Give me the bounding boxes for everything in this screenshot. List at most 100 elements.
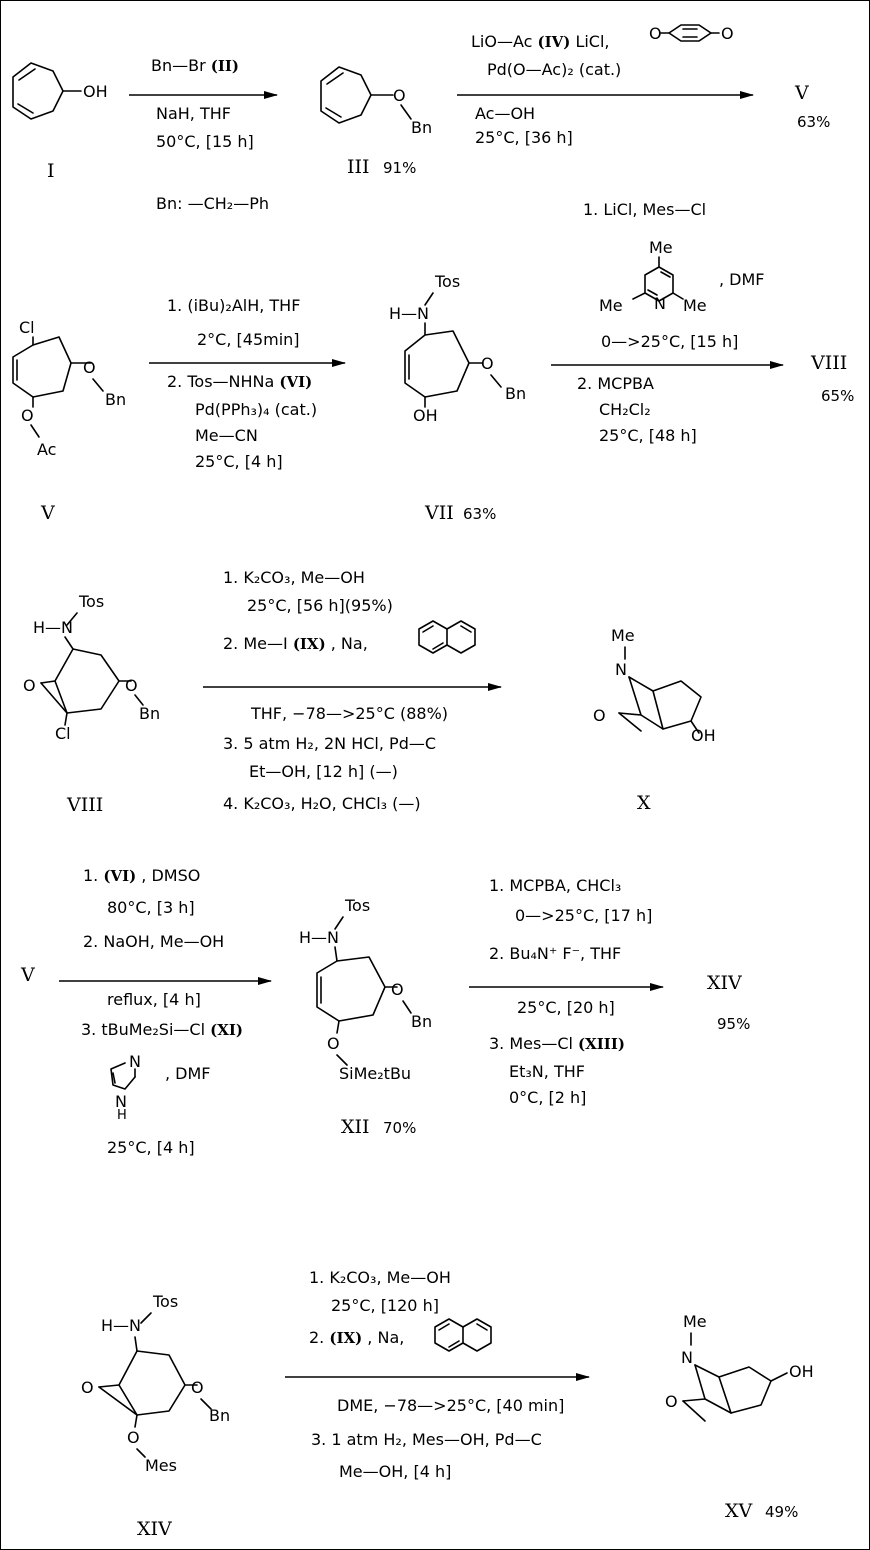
collidine-structure: Me N Me Me [599,238,707,315]
compound-label-VIII-row3: VIII [66,794,103,816]
svg-text:O: O [21,406,34,425]
compound-VIII-structure: Tos H—N O O Bn Cl [23,592,160,743]
svg-text:N: N [681,1348,693,1367]
step5-below-line4: 4. K₂CO₃, H₂O, CHCl₃ (—) [223,794,421,813]
step7-above-line3: 2. Bu₄N⁺ F⁻, THF [489,944,621,963]
yield-V: 63% [797,113,830,131]
product-label-XIV: XIV [707,972,742,994]
product-label-VIII: VIII [810,352,847,374]
svg-text:O: O [593,706,606,725]
svg-text:O: O [649,24,662,43]
step4-below-line3: 25°C, [48 h] [599,426,697,445]
svg-text:Bn: Bn [411,1012,432,1031]
step7-above-line2: 0—>25°C, [17 h] [515,906,652,925]
step4-above-line1: 1. LiCl, Mes—Cl [583,200,706,219]
svg-text:Bn: Bn [105,390,126,409]
step5-below-line1: THF, −78—>25°C (88%) [250,704,448,723]
svg-text:N: N [115,1092,127,1111]
svg-text:O: O [721,24,734,43]
compound-I-structure: OH [12,62,108,120]
compound-VII-structure: Tos H—N O Bn OH [389,272,526,425]
yield-III: 91% [383,159,416,177]
step3-below-line1: 2. Tos—NHNa (VI) [167,372,312,391]
start-label-V-row4: V [20,964,35,986]
imidazole-structure: N N H [110,1052,141,1123]
step7-below-line4: 0°C, [2 h] [509,1088,586,1107]
benzoquinone-structure: O O [649,24,734,43]
svg-text:Cl: Cl [19,318,35,337]
step6-below-line3: , DMF [165,1064,211,1083]
svg-text:Bn: Bn [139,704,160,723]
step7-below-line2: 3. Mes—Cl (XIII) [489,1034,625,1053]
svg-text:O: O [665,1392,678,1411]
step3-above-line2: 2°C, [45min] [197,330,300,349]
bn-definition-note: Bn: —CH₂—Ph [156,194,269,213]
compound-label-X: X [637,792,651,814]
yield-VII: 63% [463,505,496,523]
atom-o: O [393,86,406,105]
compound-label-XIV-row5: XIV [137,1518,172,1540]
step8-above-line3: 2. (IX) , Na, [309,1328,404,1347]
svg-text:Ac: Ac [37,440,56,459]
compound-label-V-row2: V [40,502,55,524]
svg-text:O: O [191,1378,204,1397]
svg-text:O: O [125,676,138,695]
svg-text:Tos: Tos [152,1292,178,1311]
step4-reagents: 1. LiCl, Mes—Cl Me N Me Me , DMF 0—>25°C… [551,200,784,445]
compound-V-structure: Cl O Bn O Ac [12,318,126,459]
svg-text:Bn: Bn [505,384,526,403]
step1-reagents: Bn—Br (II) NaH, THF 50°C, [15 h] Bn: —CH… [129,56,278,213]
step2-reagent-line2: Pd(O—Ac)₂ (cat.) [487,60,621,79]
step6-above-line2: 80°C, [3 h] [107,898,195,917]
step1-condition-line2: 50°C, [15 h] [156,132,254,151]
svg-text:O: O [481,354,494,373]
step8-above-line2: 25°C, [120 h] [331,1296,439,1315]
step5-below-line3: Et—OH, [12 h] (—) [249,762,398,781]
svg-text:N: N [129,1052,141,1071]
step6-below-line1: reflux, [4 h] [107,990,201,1009]
step3-below-line2: Pd(PPh₃)₄ (cat.) [195,400,317,419]
svg-text:O: O [391,980,404,999]
step4-below-line1: 2. MCPBA [577,374,654,393]
svg-text:Me: Me [683,1312,707,1331]
step8-below-line2: 3. 1 atm H₂, Mes—OH, Pd—C [311,1430,542,1449]
step6-below-line4: 25°C, [4 h] [107,1138,195,1157]
svg-text:O: O [81,1378,94,1397]
compound-label-XII: XII [341,1116,370,1138]
svg-text:O: O [23,676,36,695]
svg-text:O: O [83,358,96,377]
step2-reagent-line1: LiO—Ac (IV) LiCl, [471,32,610,51]
svg-text:N: N [654,294,666,313]
step3-above-line1: 1. (iBu)₂AlH, THF [167,296,300,315]
yield-XII: 70% [383,1119,416,1137]
atom-bn: Bn [411,118,432,137]
yield-XV: 49% [765,1503,798,1521]
yield-VIII: 65% [821,387,854,405]
svg-text:H—N: H—N [389,304,429,323]
step3-below-line4: 25°C, [4 h] [195,452,283,471]
svg-text:Tos: Tos [434,272,460,291]
step4-below-line2: CH₂Cl₂ [599,400,651,419]
svg-text:H—N: H—N [33,618,73,637]
svg-text:H—N: H—N [101,1316,141,1335]
svg-text:Cl: Cl [55,724,71,743]
naphthalene-structure-2 [434,1318,492,1352]
svg-text:Tos: Tos [344,896,370,915]
compound-label-XV: XV [725,1500,753,1522]
step6-above-line3: 2. NaOH, Me—OH [83,932,224,951]
svg-text:H: H [117,1108,127,1123]
step5-above-line1: 1. K₂CO₃, Me—OH [223,568,365,587]
compound-XIV-structure: Tos H—N O O Bn O Mes [81,1292,230,1475]
svg-text:O: O [327,1034,340,1053]
compound-XII-structure: Tos H—N O Bn O SiMe₂tBu [299,896,432,1083]
step6-below-line2: 3. tBuMe₂Si—Cl (XI) [81,1020,243,1039]
compound-label-VII: VII [424,502,454,524]
step8-above-line1: 1. K₂CO₃, Me—OH [309,1268,451,1287]
step2-condition-line1: Ac—OH [475,104,535,123]
svg-text:Bn: Bn [209,1406,230,1425]
compound-XV-structure: Me N O OH [665,1312,814,1422]
step5-reagents: 1. K₂CO₃, Me—OH 25°C, [56 h](95%) 2. Me—… [203,568,502,813]
svg-text:Tos: Tos [78,592,104,611]
step5-below-line2: 3. 5 atm H₂, 2N HCl, Pd—C [223,734,436,753]
step7-below-line3: Et₃N, THF [509,1062,585,1081]
